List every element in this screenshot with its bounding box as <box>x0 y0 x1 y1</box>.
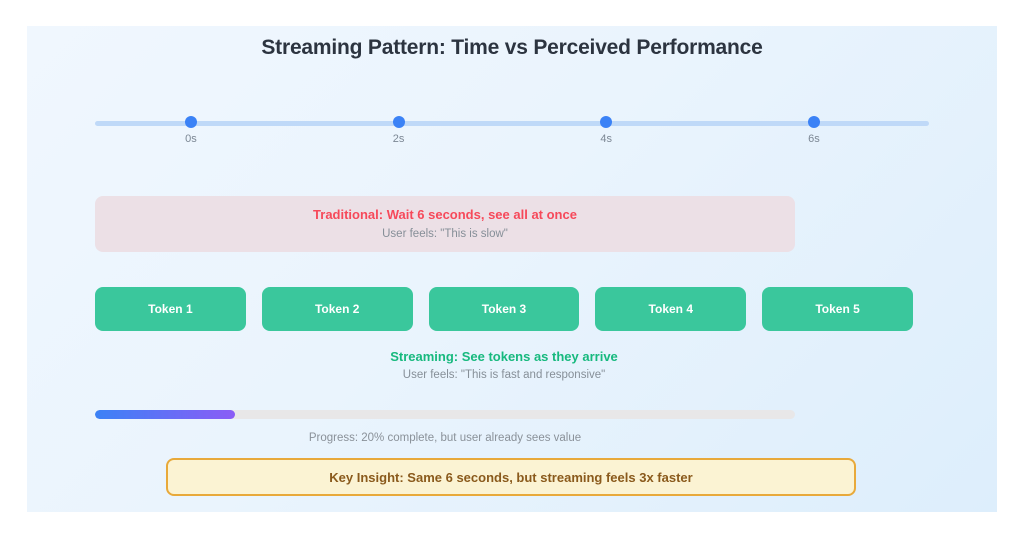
streaming-title: Streaming: See tokens as they arrive <box>390 349 618 364</box>
timeline: 0s 2s 4s 6s <box>95 116 929 166</box>
timeline-tick-label: 4s <box>600 133 613 145</box>
timeline-tick-label: 0s <box>185 133 197 145</box>
timeline-track <box>95 121 929 126</box>
timeline-tick-label: 2s <box>392 133 405 145</box>
key-insight-box: Key Insight: Same 6 seconds, but streami… <box>166 458 856 496</box>
token-list: Token 1 Token 2 Token 3 Token 4 Token 5 <box>95 287 913 331</box>
traditional-subtitle: User feels: "This is slow" <box>382 228 508 240</box>
token-item[interactable]: Token 4 <box>595 287 747 331</box>
traditional-title: Traditional: Wait 6 seconds, see all at … <box>313 207 577 222</box>
timeline-dot-icon <box>184 116 197 128</box>
streaming-pattern-panel: Streaming Pattern: Time vs Perceived Per… <box>27 26 997 512</box>
progress-bar[interactable] <box>95 410 795 419</box>
token-item[interactable]: Token 1 <box>95 287 246 331</box>
streaming-subtitle: User feels: "This is fast and responsive… <box>402 369 606 381</box>
traditional-card: Traditional: Wait 6 seconds, see all at … <box>95 196 795 252</box>
timeline-dot-icon <box>392 116 405 128</box>
timeline-dot-icon <box>807 116 820 128</box>
page-title: Streaming Pattern: Time vs Perceived Per… <box>261 36 763 59</box>
timeline-tick-label: 6s <box>808 133 820 145</box>
key-insight-text: Key Insight: Same 6 seconds, but streami… <box>329 469 693 485</box>
token-item[interactable]: Token 3 <box>428 287 580 331</box>
timeline-dot-icon <box>600 116 613 128</box>
token-item[interactable]: Token 2 <box>261 287 413 331</box>
progress-bar-fill <box>95 410 235 419</box>
progress-caption: Progress: 20% complete, but user already… <box>308 432 582 444</box>
token-item[interactable]: Token 5 <box>762 287 913 331</box>
